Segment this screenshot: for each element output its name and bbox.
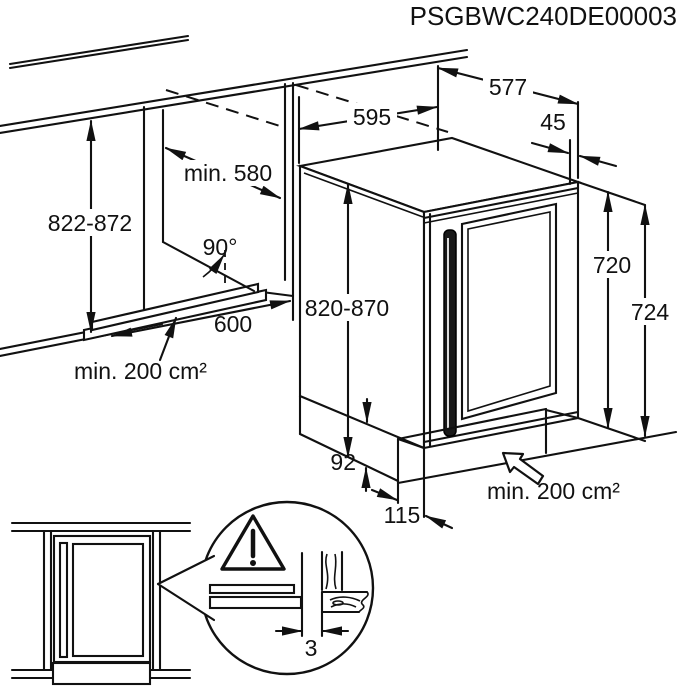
- dim-niche-depth-group: min. 580: [164, 146, 282, 200]
- door-opening-angle: 90°: [161, 234, 256, 293]
- dim-rear-gap-group: 45: [530, 109, 618, 186]
- warning-triangle-icon: [220, 514, 286, 571]
- wood-panel: [320, 550, 369, 614]
- vent-area-rear-group: min. 200 cm²: [487, 451, 620, 504]
- detail-callout-circle: 3: [156, 500, 375, 676]
- dim-height-to-top-group: 720: [576, 180, 647, 443]
- model-number: PSGBWC240DE00003: [410, 1, 677, 31]
- dim-side-clearance: 3: [305, 635, 318, 661]
- front-view-plinth: [51, 661, 152, 686]
- dim-niche-width: 595: [353, 104, 391, 130]
- dim-overall-height-group: 724: [624, 203, 676, 438]
- dim-side-clearance-group: 3: [274, 610, 350, 661]
- dim-niche-depth: min. 580: [184, 160, 272, 186]
- dim-niche-height: 822-872: [48, 210, 132, 236]
- dim-niche-height-group: 822-872: [46, 119, 135, 334]
- vent-area-rear-label: min. 200 cm²: [487, 478, 620, 504]
- dim-appliance-height-group: 820-870: [303, 182, 392, 459]
- dim-rear-gap: 45: [540, 109, 566, 135]
- detail-section: 3: [208, 550, 369, 661]
- front-view-glass: [71, 542, 145, 658]
- dim-plinth-height: 92: [330, 449, 356, 475]
- installation-niche: [142, 81, 449, 322]
- dim-vent-width-group: 600: [110, 299, 292, 338]
- front-view-handle: [58, 541, 69, 659]
- dim-top-depth-group: 577: [436, 66, 580, 180]
- appliance: [296, 136, 678, 485]
- dim-plinth-height-group: 92: [330, 397, 372, 493]
- airflow-arrow-icon: [501, 451, 545, 486]
- dim-appliance-height: 820-870: [305, 295, 389, 321]
- dim-plinth-depth-group: 115: [370, 446, 454, 530]
- dim-plinth-depth: 115: [384, 502, 421, 528]
- dim-door-angle: 90°: [203, 234, 238, 260]
- dim-overall-height: 724: [631, 299, 670, 325]
- dim-top-depth: 577: [489, 74, 527, 100]
- glass-door-pane: [467, 211, 551, 413]
- dim-height-to-top: 720: [593, 252, 631, 278]
- front-view: [10, 521, 192, 686]
- kitchen-counter: [0, 34, 469, 358]
- dim-vent-width: 600: [214, 311, 252, 337]
- floor-line-right: [396, 430, 678, 485]
- door-handle: [443, 229, 457, 437]
- glass-door-frame: [460, 202, 558, 421]
- vent-area-plinth-group: min. 200 cm²: [74, 316, 207, 384]
- vent-area-plinth-label: min. 200 cm²: [74, 358, 207, 384]
